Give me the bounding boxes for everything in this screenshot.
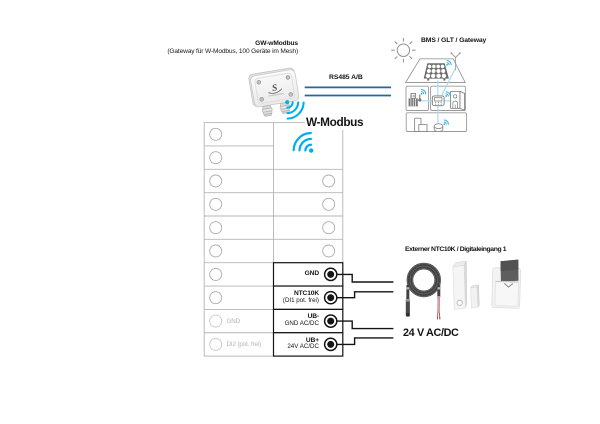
- temperature-probe-illustration: [405, 262, 441, 320]
- wmodbus-label: W-Modbus: [305, 115, 365, 131]
- connector-subtitle: GND AC/DC: [284, 320, 319, 328]
- connector-terminal-ntc10k: [323, 290, 338, 305]
- solar-panel: [423, 63, 449, 81]
- terminal-circle: [322, 244, 336, 258]
- terminal-circle: [209, 127, 223, 141]
- wire-ub-minus: [336, 320, 394, 330]
- building-label: BMS / GLT / Gateway: [421, 36, 487, 44]
- left-terminal-di2-label: DI2 (pot. frei): [226, 341, 262, 349]
- terminal-circle: [209, 244, 223, 258]
- control-panel: [431, 95, 445, 107]
- door-contact-illustration: [452, 260, 480, 310]
- terminal-circle: [322, 221, 336, 235]
- gateway-subtitle: (Gateway für W-Modbus, 100 Geräte im Mes…: [167, 47, 298, 55]
- connector-subtitle: (DI1 pot. frei): [282, 296, 319, 304]
- connector-boxes: [272, 262, 344, 357]
- terminal-circle: [209, 197, 223, 211]
- device-logo: S: [268, 83, 284, 97]
- table-wifi-icon: [289, 128, 323, 162]
- svg-text:S: S: [271, 83, 278, 94]
- terminal-circle: [209, 267, 223, 281]
- connection-wires: [336, 273, 394, 346]
- terminal-circle: [209, 221, 223, 235]
- terminal-circle: [322, 174, 336, 188]
- thermometer-icon: [418, 94, 422, 102]
- tank: [433, 123, 444, 133]
- connector-label-gnd: GND: [304, 270, 319, 278]
- wire-ub-plus: [336, 337, 394, 346]
- power-label: 24 V AC/DC: [403, 327, 459, 339]
- rs485-bus-lines: [304, 86, 391, 97]
- boiler: [414, 117, 428, 132]
- cabinet: [449, 90, 465, 111]
- terminal-circle-di2: [209, 337, 223, 351]
- gateway-title: GW-wModbus: [255, 40, 298, 47]
- connector-subtitle: 24V AC/DC: [287, 343, 319, 351]
- key-card-switch-illustration: [491, 259, 521, 309]
- gateway-label-block: GW-wModbus (Gateway für W-Modbus, 100 Ge…: [167, 40, 298, 55]
- connector-title: UB-: [307, 313, 320, 321]
- connector-terminal-gnd: [323, 267, 338, 282]
- building-illustration: [391, 38, 468, 133]
- connector-label-ntc10k: NTC10K (DI1 pot. frei): [282, 289, 319, 305]
- connector-title: UB+: [305, 336, 319, 344]
- terminal-circles-left: [209, 127, 223, 351]
- device-screws: [256, 75, 293, 102]
- connector-title: GND: [304, 270, 319, 278]
- external-devices-label: Externer NTC10K / Digitaleingang 1: [405, 245, 507, 253]
- terminal-circle: [209, 151, 223, 165]
- connector-label-ub-plus: UB+ 24V AC/DC: [287, 336, 319, 352]
- antenna: [450, 52, 461, 71]
- terminal-circle-gnd: [209, 314, 223, 328]
- sun-icon: [391, 38, 416, 63]
- connector-terminals: [323, 267, 338, 352]
- connector-title: NTC10K: [293, 289, 319, 297]
- connector-terminal-ub-minus: [323, 314, 338, 328]
- wire-ntc10k: [336, 291, 394, 299]
- connector-label-ub-minus: UB- GND AC/DC: [284, 313, 320, 328]
- terminal-circle: [322, 197, 336, 211]
- terminal-circles-right: [322, 174, 336, 258]
- terminal-circle: [209, 291, 223, 305]
- wire-gnd: [336, 273, 394, 283]
- terminal-circle: [209, 174, 223, 188]
- radiator: [408, 93, 418, 107]
- rs485-label: RS485 A/B: [329, 73, 363, 81]
- connector-terminal-ub-plus: [323, 337, 338, 352]
- left-terminal-gnd-label: GND: [226, 317, 241, 325]
- wireless-links: [421, 68, 456, 124]
